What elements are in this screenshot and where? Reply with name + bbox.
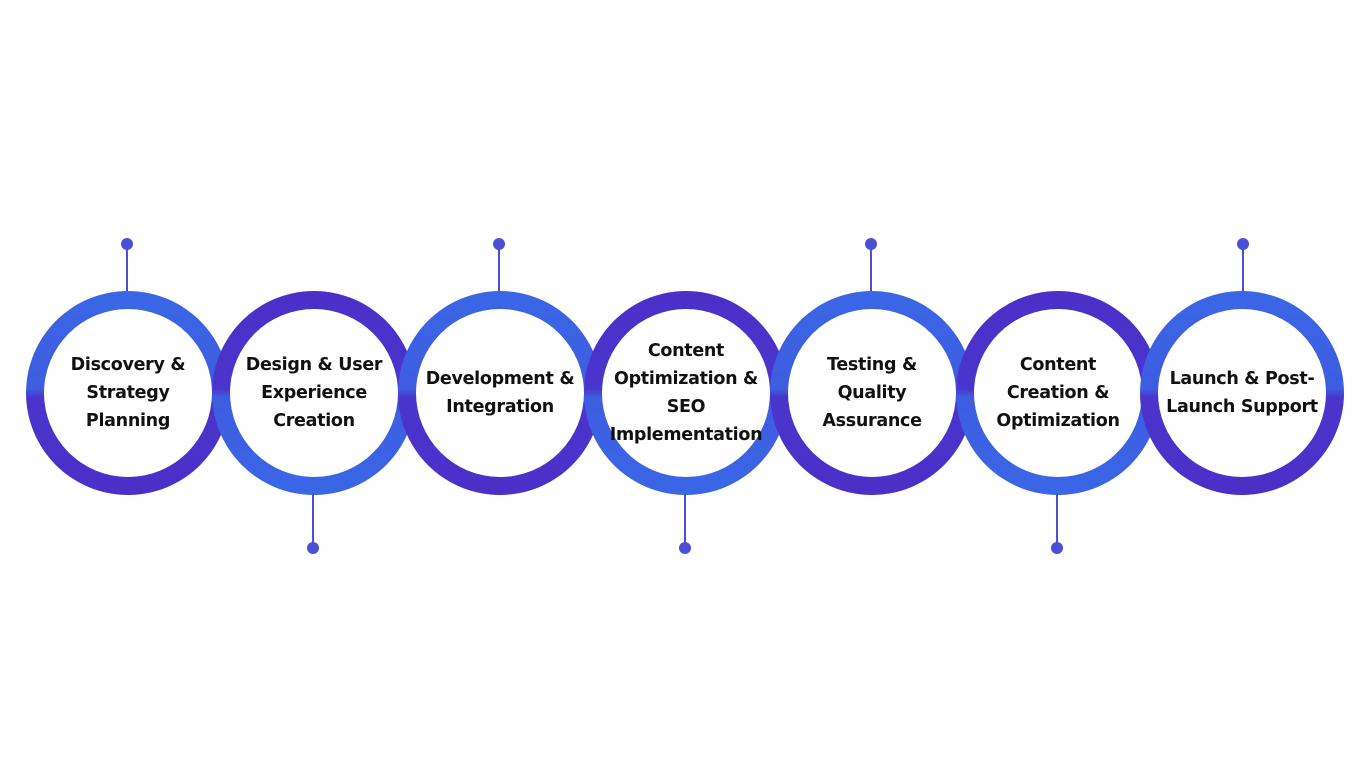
step-circle: Design & User Experience Creation — [212, 291, 416, 495]
step-circle-inner: Discovery & Strategy Planning — [44, 309, 212, 477]
step-label: Launch & Post-Launch Support — [1166, 369, 1318, 417]
step-label: Discovery & Strategy Planning — [70, 355, 186, 431]
connector-stem — [684, 493, 686, 548]
connector-stem — [870, 244, 872, 294]
step-label: Testing & Quality Assurance — [822, 355, 922, 431]
step-circle-inner: Testing & Quality Assurance — [788, 309, 956, 477]
step-label: Development & Integration — [425, 369, 575, 417]
step-circle: Content Creation & Optimization — [956, 291, 1160, 495]
step-circle-inner: Content Creation & Optimization — [974, 309, 1142, 477]
step-label: Content Creation & Optimization — [996, 355, 1120, 431]
step-circle: Development & Integration — [398, 291, 602, 495]
connector-stem — [498, 244, 500, 294]
step-label: Design & User Experience Creation — [245, 355, 383, 431]
step-circle-inner: Content Optimization & SEO Implementatio… — [602, 309, 770, 477]
step-circle-inner: Development & Integration — [416, 309, 584, 477]
connector-stem — [312, 493, 314, 548]
step-circle-inner: Design & User Experience Creation — [230, 309, 398, 477]
connector-dot — [1237, 238, 1249, 250]
step-circle: Content Optimization & SEO Implementatio… — [584, 291, 788, 495]
connector-dot — [121, 238, 133, 250]
connector-stem — [1242, 244, 1244, 294]
step-circle: Launch & Post-Launch Support — [1140, 291, 1344, 495]
step-label: Content Optimization & SEO Implementatio… — [609, 341, 763, 445]
connector-dot — [865, 238, 877, 250]
step-circle: Testing & Quality Assurance — [770, 291, 974, 495]
connector-dot — [307, 542, 319, 554]
connector-stem — [126, 244, 128, 294]
connector-dot — [493, 238, 505, 250]
connector-dot — [1051, 542, 1063, 554]
step-circle: Discovery & Strategy Planning — [26, 291, 230, 495]
connector-dot — [679, 542, 691, 554]
step-circle-inner: Launch & Post-Launch Support — [1158, 309, 1326, 477]
connector-stem — [1056, 493, 1058, 548]
